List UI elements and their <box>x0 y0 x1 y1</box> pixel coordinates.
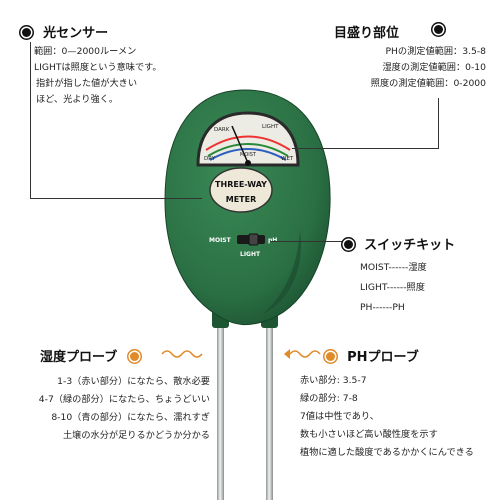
light-sensor-title: 光センサー <box>43 26 109 41</box>
ph-probe-rod <box>266 305 273 500</box>
scale-line: 照度の測定値範囲：0-2000 <box>370 78 486 89</box>
switch-kit-line: LIGHT------照度 <box>360 282 425 293</box>
moisture-probe-text: 1-3（赤い部分）になたら、散水必要 4-7（緑の部分）になたら、ちょうどいい … <box>39 373 210 445</box>
bullet-icon <box>344 240 353 249</box>
wavy-arrow-icon <box>284 349 321 359</box>
badge-line-1: THREE-WAY <box>215 180 267 189</box>
bullet-icon <box>434 25 443 34</box>
light-sensor-line: 指針が指した値が大きい <box>36 78 138 89</box>
switch-label-ph: pH <box>268 237 277 244</box>
moisture-probe-section: 湿度プローブ <box>40 346 140 365</box>
scale-line: PHの測定値範囲：3.5-8 <box>385 46 486 57</box>
bullet-icon <box>326 352 335 361</box>
ph-probe-line: 赤い部分: 3.5-7 <box>300 375 367 386</box>
switch-label-moist: MOIST <box>209 237 232 244</box>
light-sensor-line: ほど、光より強く。 <box>36 94 119 105</box>
scale-line: 湿度の測定値範囲：0-10 <box>382 62 486 73</box>
scale-title: 目盛り部位 <box>334 26 400 41</box>
moisture-probe-rod <box>217 305 224 500</box>
dial-label-dry: DRY <box>204 156 216 162</box>
dial-label-light: LIGHT <box>262 124 279 130</box>
ph-probe-line: 数も小さいほど高い酸性度を示す <box>300 429 438 440</box>
bullet-icon <box>130 352 140 361</box>
switch-kit-title: スイッチキット <box>364 238 456 253</box>
scale-text: PHの測定値範囲：3.5-8 湿度の測定値範囲：0-10 照度の測定値範囲：0-… <box>371 44 486 92</box>
light-sensor-line: 範囲：0—2000ルーメン <box>34 46 137 57</box>
ph-probe-title: PHプローブ <box>347 350 419 365</box>
switch-kit-line: MOIST------湿度 <box>360 262 427 273</box>
dial-label-moist: MOIST <box>240 152 257 158</box>
switch-label-light: LIGHT <box>240 251 261 258</box>
moisture-probe-line: 1-3（赤い部分）になたら、散水必要 <box>57 376 210 387</box>
ph-probe-section: PHプローブ <box>326 346 419 365</box>
switch-kit-line: PH------PH <box>360 302 405 313</box>
wavy-arrow-icon <box>161 350 203 358</box>
bullet-icon <box>22 28 31 37</box>
switch-kit-text: MOIST------湿度 LIGHT------照度 PH------PH <box>360 258 427 318</box>
light-sensor-text: 範囲：0—2000ルーメン LIGHTは照度という意味です。 指針が指した値が大… <box>34 44 162 108</box>
ph-probe-line: 植物に適した酸度であるかかくにんできる <box>300 447 474 458</box>
light-sensor-line: LIGHTは照度という意味です。 <box>34 62 162 73</box>
light-sensor-connector-h <box>30 198 202 199</box>
moisture-probe-line: 土壌の水分が足りるかどうか分かる <box>63 430 210 441</box>
badge-line-2: METER <box>226 195 257 204</box>
ph-probe-line: 7値は中性であり、 <box>300 411 379 422</box>
mode-switch-knob[interactable] <box>248 233 259 246</box>
scale-connector-v <box>438 98 439 148</box>
meter-badge <box>209 167 273 213</box>
moisture-probe-title: 湿度プローブ <box>40 350 118 365</box>
switch-connector <box>270 241 342 242</box>
dial-face <box>196 111 300 167</box>
ph-probe-text: 赤い部分: 3.5-7 緑の部分: 7-8 7値は中性であり、 数も小さいほど高… <box>300 372 474 462</box>
moisture-probe-line: 8-10（青の部分）になたら、濡れすぎ <box>51 412 210 423</box>
switch-kit-section: スイッチキット <box>344 234 455 253</box>
light-sensor-connector-v <box>30 42 31 198</box>
scale-connector-h <box>292 148 439 149</box>
dial-needle <box>231 125 249 164</box>
light-sensor-section: 光センサー <box>22 22 108 41</box>
ph-probe-line: 緑の部分: 7-8 <box>300 393 358 404</box>
dial-label-wet: WET <box>281 156 294 162</box>
dial-label-dark: DARK <box>214 127 230 133</box>
moisture-probe-line: 4-7（緑の部分）になたら、ちょうどいい <box>38 394 210 405</box>
